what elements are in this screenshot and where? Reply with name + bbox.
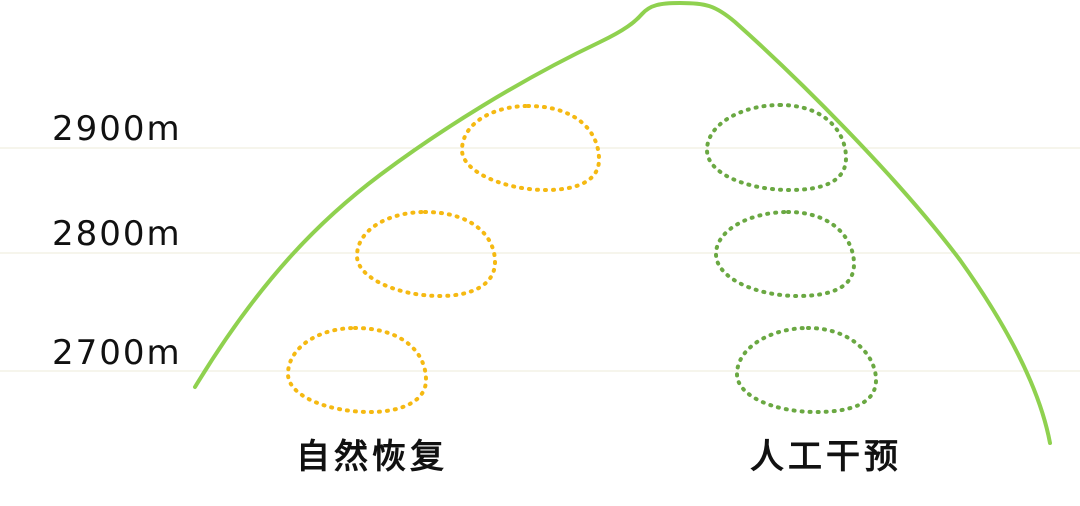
intervention-plot-2700 — [734, 325, 879, 415]
intervention-plot-2900 — [704, 102, 849, 193]
natural-recovery-label: 自然恢复 — [296, 437, 448, 477]
human-intervention-label: 人工干预 — [750, 437, 902, 477]
mountain-outline — [193, 1, 1052, 445]
natural-plot-2900 — [459, 103, 602, 193]
elevation-label-2700: 2700m — [52, 333, 182, 373]
natural-plot-2800 — [354, 209, 498, 299]
intervention-plot-2800 — [713, 209, 857, 299]
natural-plot-2700 — [285, 325, 429, 415]
elevation-label-2900: 2900m — [52, 109, 182, 149]
elevation-label-2800: 2800m — [52, 214, 182, 254]
